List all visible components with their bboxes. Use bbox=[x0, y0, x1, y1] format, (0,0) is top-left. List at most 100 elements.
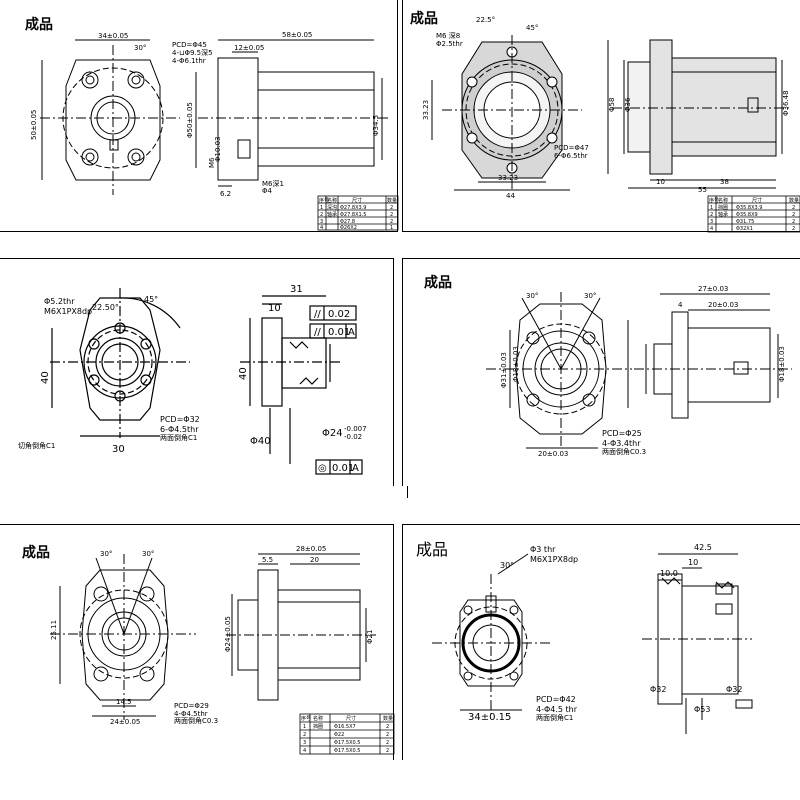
p2-side1: 33.23 bbox=[422, 100, 430, 120]
drawing-panel-4: 成品 30° 30° Φ31±0.03 Φ18±0.03 PCD=Φ25 4-Φ… bbox=[402, 258, 800, 486]
p6-ang: 30° bbox=[500, 561, 514, 570]
p4-top1: 27±0.03 bbox=[698, 285, 728, 293]
p3-ctol: 0.01 bbox=[332, 463, 354, 474]
dim-small: Φ10.03 bbox=[214, 136, 222, 162]
p5-c: 两面倒角C0.3 bbox=[174, 716, 218, 725]
p6-m6: M6X1PX8dp bbox=[530, 555, 578, 564]
drawing-panel-3: Φ5.2thr M6X1PX8dp 22.50° 45° 40 30 PCD=Φ… bbox=[0, 258, 394, 486]
table-2-h2: 尺寸 bbox=[752, 197, 762, 204]
p4-h2: Φ18±0.03 bbox=[512, 346, 520, 382]
table-2-h3: 数量 bbox=[789, 197, 799, 204]
p3-ang2: 45° bbox=[144, 295, 158, 304]
table-5-cell: 2 bbox=[386, 732, 389, 738]
p3-par1: // bbox=[314, 309, 321, 320]
p3-toll: -0.02 bbox=[344, 433, 362, 441]
p6-top: 42.5 bbox=[694, 543, 712, 552]
p5-w2: 14.5 bbox=[116, 698, 132, 706]
table-1-cell: 1 bbox=[320, 205, 323, 211]
table-2-cell: 2 bbox=[792, 226, 795, 232]
p3-w: 30 bbox=[112, 444, 125, 455]
dim-holes: 4-⊔Φ9.5深5 bbox=[172, 48, 213, 57]
dim-six: 6.2 bbox=[220, 190, 231, 198]
table-1-cell: 2 bbox=[390, 212, 393, 218]
table-2-cell: 2 bbox=[792, 219, 795, 225]
p2-pcd: PCD=Φ47 bbox=[554, 144, 589, 152]
panel-6-border bbox=[402, 524, 800, 760]
p4-h1: Φ31±0.03 bbox=[500, 352, 508, 388]
panel-5-drawing: 30° 30° 25.11 24±0.05 14.5 PCD=Φ29 4-Φ4.… bbox=[50, 545, 395, 755]
table-2-cell: Φ35.8X3.9 bbox=[736, 205, 762, 211]
table-5-cell: 2 bbox=[386, 740, 389, 746]
divider-mark bbox=[407, 486, 408, 498]
table-2-cell: 2 bbox=[792, 205, 795, 211]
panel-6-title: 成品 bbox=[416, 540, 449, 559]
drawing-panel-6: 成品 Φ3 thr M6X1PX8dp 30° PCD=Φ42 4-Φ4.5 t… bbox=[402, 524, 800, 760]
table-5-cell: 3 bbox=[303, 740, 306, 746]
drawing-panel-5: 成品 30° 30° 25.11 24±0.05 14.5 PCD=Φ29 4-… bbox=[0, 524, 395, 760]
p2-thr: Φ2.5thr bbox=[436, 40, 463, 48]
p2-r1: Φ36.48 bbox=[782, 90, 790, 116]
table-1-cell: 1 bbox=[390, 225, 393, 231]
panel-3-border bbox=[0, 258, 394, 486]
table-2-cell: Φ32X1 bbox=[736, 226, 753, 232]
table-1-cell: 深沟 bbox=[327, 204, 337, 211]
panel-1-title: 成品 bbox=[25, 17, 53, 33]
table-5-cell: Φ17.5X0.5 bbox=[334, 740, 360, 746]
dim-flange: 12±0.05 bbox=[234, 44, 264, 52]
p5-a1: 30° bbox=[100, 550, 112, 558]
p4-w: 20±0.03 bbox=[538, 450, 568, 458]
p3-par2: // bbox=[314, 327, 321, 338]
p3-h: 40 bbox=[40, 371, 51, 384]
p6-d1: Φ32 bbox=[650, 685, 666, 694]
table-1-cell: 2 bbox=[320, 212, 323, 218]
table-5-cell: 2 bbox=[386, 748, 389, 754]
table-1-cell: 2 bbox=[390, 205, 393, 211]
p5-f1: 5.5 bbox=[262, 556, 273, 564]
dim-dia1: Φ50±0.05 bbox=[186, 102, 194, 138]
p4-holes: 4-Φ3.4thr bbox=[602, 439, 641, 448]
p5-f2: 20 bbox=[310, 556, 319, 564]
p2-b3: 55 bbox=[698, 186, 707, 194]
p3-m6: M6X1PX8dp bbox=[44, 307, 92, 316]
table-5-cell: 1 bbox=[303, 724, 306, 730]
p3-dia: Φ40 bbox=[250, 436, 271, 447]
p5-pcd: PCD=Φ29 bbox=[174, 702, 209, 710]
p4-pcd: PCD=Φ25 bbox=[602, 429, 642, 438]
table-1-cell: 3 bbox=[320, 219, 323, 225]
p6-w: 34±0.15 bbox=[468, 712, 511, 723]
p3-c2: 两面倒角C1 bbox=[160, 433, 197, 442]
p2-holes: 6-Φ6.5thr bbox=[554, 152, 588, 160]
p3-conc: ◎ bbox=[318, 463, 327, 474]
table-1-h0: 序号 bbox=[319, 197, 329, 204]
p2-bottom2: 44 bbox=[506, 192, 515, 200]
table-1-cell: Φ27.8X1.5 bbox=[340, 212, 366, 218]
table-2-cell: 2 bbox=[792, 212, 795, 218]
table-5-cell: 2 bbox=[303, 732, 306, 738]
p6-holes: 4-Φ4.5 thr bbox=[536, 705, 578, 714]
dim-angle: 30° bbox=[134, 44, 146, 52]
p3-hole: Φ5.2thr bbox=[44, 297, 75, 306]
table-5-cell: 2 bbox=[386, 724, 389, 730]
table-5-cell: 4 bbox=[303, 748, 306, 754]
p2-h1: Φ58 bbox=[608, 98, 616, 112]
dim-width: 34±0.05 bbox=[98, 32, 128, 40]
table-5-h1: 名称 bbox=[313, 715, 323, 722]
p3-h2: 40 bbox=[238, 367, 249, 380]
p2-ang1: 22.5° bbox=[476, 16, 495, 24]
p2-b1: 10 bbox=[656, 178, 665, 186]
table-1-h3: 数量 bbox=[387, 197, 397, 204]
panel-6-drawing: Φ3 thr M6X1PX8dp 30° PCD=Φ42 4-Φ4.5 thr … bbox=[432, 543, 753, 734]
panel-4-border bbox=[402, 258, 800, 486]
p4-r: Φ18±0.03 bbox=[778, 346, 786, 382]
p4-a2: 30° bbox=[584, 292, 596, 300]
table-1-cell: 4 bbox=[320, 225, 323, 231]
p3-tol2: 0.01 bbox=[328, 327, 350, 338]
p3-tolu: -0.007 bbox=[344, 425, 367, 433]
dim-m6: M6 bbox=[208, 157, 216, 168]
p3-holes: 6-Φ4.5thr bbox=[160, 425, 199, 434]
table-2-h1: 名称 bbox=[718, 197, 728, 204]
p3-tol1: 0.02 bbox=[328, 309, 350, 320]
p6-thr: Φ3 thr bbox=[530, 545, 556, 554]
table-1-cell: 2 bbox=[390, 219, 393, 225]
p5-h: Φ24±0.05 bbox=[224, 616, 232, 652]
